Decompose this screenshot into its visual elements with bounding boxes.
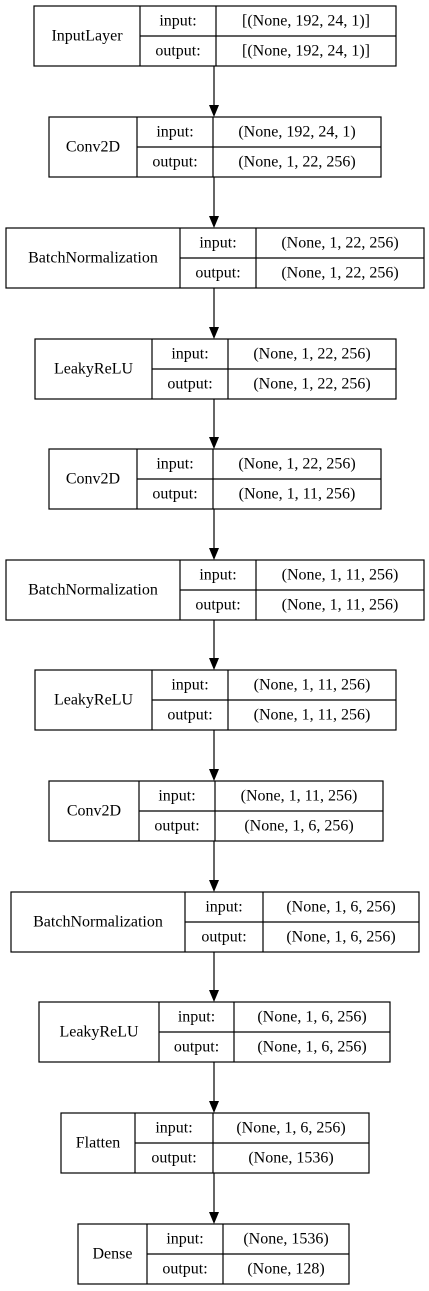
input-label: input: <box>199 567 236 584</box>
input-shape: [(None, 192, 24, 1)] <box>242 13 370 30</box>
edge-arrow <box>209 177 219 228</box>
edge-arrow <box>209 730 219 781</box>
input-shape: (None, 1536) <box>243 1231 328 1248</box>
input-label: input: <box>166 1231 203 1248</box>
arrowhead-icon <box>209 105 219 117</box>
output-label: output: <box>195 597 240 614</box>
output-shape: (None, 1, 22, 256) <box>238 154 355 171</box>
output-shape: (None, 1, 11, 256) <box>282 597 399 614</box>
layer-node: Conv2D input: output: (None, 1, 11, 256) (No… <box>48 780 384 842</box>
input-shape: (None, 1, 11, 256) <box>254 677 371 694</box>
input-label: input: <box>171 346 208 363</box>
layer-node: Conv2D input: output: (None, 1, 22, 256) (No… <box>48 448 382 510</box>
layer-node: Flatten input: output: (None, 1, 6, 256) (No… <box>60 1112 370 1174</box>
layer-name: InputLayer <box>51 28 123 45</box>
input-shape: (None, 1, 11, 256) <box>282 567 399 584</box>
input-label: input: <box>205 899 242 916</box>
layer-node: LeakyReLU input: output: (None, 1, 22, 256)… <box>34 338 397 400</box>
input-label: input: <box>156 124 193 141</box>
layer-node: Conv2D input: output: (None, 192, 24, 1) (No… <box>48 116 382 178</box>
edge-arrow <box>209 841 219 892</box>
input-shape: (None, 1, 6, 256) <box>257 1009 366 1026</box>
layer-name: Conv2D <box>67 803 121 820</box>
input-label: input: <box>171 677 208 694</box>
input-label: input: <box>178 1009 215 1026</box>
input-label: input: <box>155 1120 192 1137</box>
layer-node: LeakyReLU input: output: (None, 1, 11, 256)… <box>34 669 397 731</box>
arrowhead-icon <box>209 327 219 339</box>
arrowhead-icon <box>209 548 219 560</box>
layer-name: LeakyReLU <box>54 361 134 378</box>
output-label: output: <box>151 1150 196 1167</box>
output-label: output: <box>195 265 240 282</box>
layer-name: BatchNormalization <box>33 914 163 931</box>
layer-name: Conv2D <box>66 471 120 488</box>
layer-node: BatchNormalization input: output: (None, 1,… <box>5 559 425 621</box>
input-shape: (None, 1, 11, 256) <box>241 788 358 805</box>
arrowhead-icon <box>209 216 219 228</box>
output-label: output: <box>167 707 212 724</box>
arrowhead-icon <box>209 1101 219 1113</box>
layer-name: BatchNormalization <box>28 582 158 599</box>
output-shape: (None, 1, 11, 256) <box>254 707 371 724</box>
edge-arrow <box>209 399 219 449</box>
edge-arrow <box>209 66 219 117</box>
output-shape: (None, 128) <box>247 1261 324 1278</box>
input-shape: (None, 1, 6, 256) <box>286 899 395 916</box>
arrowhead-icon <box>209 1212 219 1224</box>
arrowhead-icon <box>209 880 219 892</box>
input-shape: (None, 1, 22, 256) <box>281 235 398 252</box>
output-shape: (None, 1, 6, 256) <box>244 818 353 835</box>
arrowhead-icon <box>209 658 219 670</box>
output-label: output: <box>162 1261 207 1278</box>
output-label: output: <box>152 486 197 503</box>
output-label: output: <box>201 929 246 946</box>
output-shape: (None, 1, 6, 256) <box>286 929 395 946</box>
output-shape: (None, 1536) <box>248 1150 333 1167</box>
layer-name: LeakyReLU <box>54 692 134 709</box>
edge-arrow <box>209 288 219 339</box>
output-label: output: <box>167 376 212 393</box>
output-shape: (None, 1, 6, 256) <box>257 1039 366 1056</box>
input-label: input: <box>199 235 236 252</box>
output-label: output: <box>152 154 197 171</box>
layer-node: BatchNormalization input: output: (None, 1,… <box>5 227 425 289</box>
output-shape: [(None, 192, 24, 1)] <box>242 43 370 60</box>
input-label: input: <box>158 788 195 805</box>
output-label: output: <box>155 43 200 60</box>
input-shape: (None, 1, 22, 256) <box>253 346 370 363</box>
edge-arrow <box>209 620 219 670</box>
edge-arrow <box>209 1173 219 1224</box>
output-shape: (None, 1, 22, 256) <box>253 376 370 393</box>
layer-name: Conv2D <box>66 139 120 156</box>
input-shape: (None, 192, 24, 1) <box>238 124 355 141</box>
input-label: input: <box>156 456 193 473</box>
layer-name: Dense <box>93 1246 133 1263</box>
layer-node: LeakyReLU input: output: (None, 1, 6, 256) (… <box>38 1001 391 1063</box>
output-label: output: <box>174 1039 219 1056</box>
layer-node: InputLayer input: output: [(None, 192, 24, … <box>33 5 397 67</box>
layer-name: Flatten <box>76 1135 120 1152</box>
output-label: output: <box>154 818 199 835</box>
input-shape: (None, 1, 6, 256) <box>236 1120 345 1137</box>
arrowhead-icon <box>209 769 219 781</box>
layer-name: BatchNormalization <box>28 250 158 267</box>
layer-name: LeakyReLU <box>59 1024 139 1041</box>
edge-arrow <box>209 509 219 560</box>
output-shape: (None, 1, 11, 256) <box>239 486 356 503</box>
edge-arrow <box>209 1062 219 1113</box>
output-shape: (None, 1, 22, 256) <box>281 265 398 282</box>
arrowhead-icon <box>209 990 219 1002</box>
arrowhead-icon <box>209 437 219 449</box>
layer-node: Dense input: output: (None, 1536) (None, 128… <box>77 1223 350 1285</box>
edge-arrow <box>209 952 219 1002</box>
layer-node: BatchNormalization input: output: (None, 1,… <box>10 891 420 953</box>
input-label: input: <box>159 13 196 30</box>
input-shape: (None, 1, 22, 256) <box>238 456 355 473</box>
